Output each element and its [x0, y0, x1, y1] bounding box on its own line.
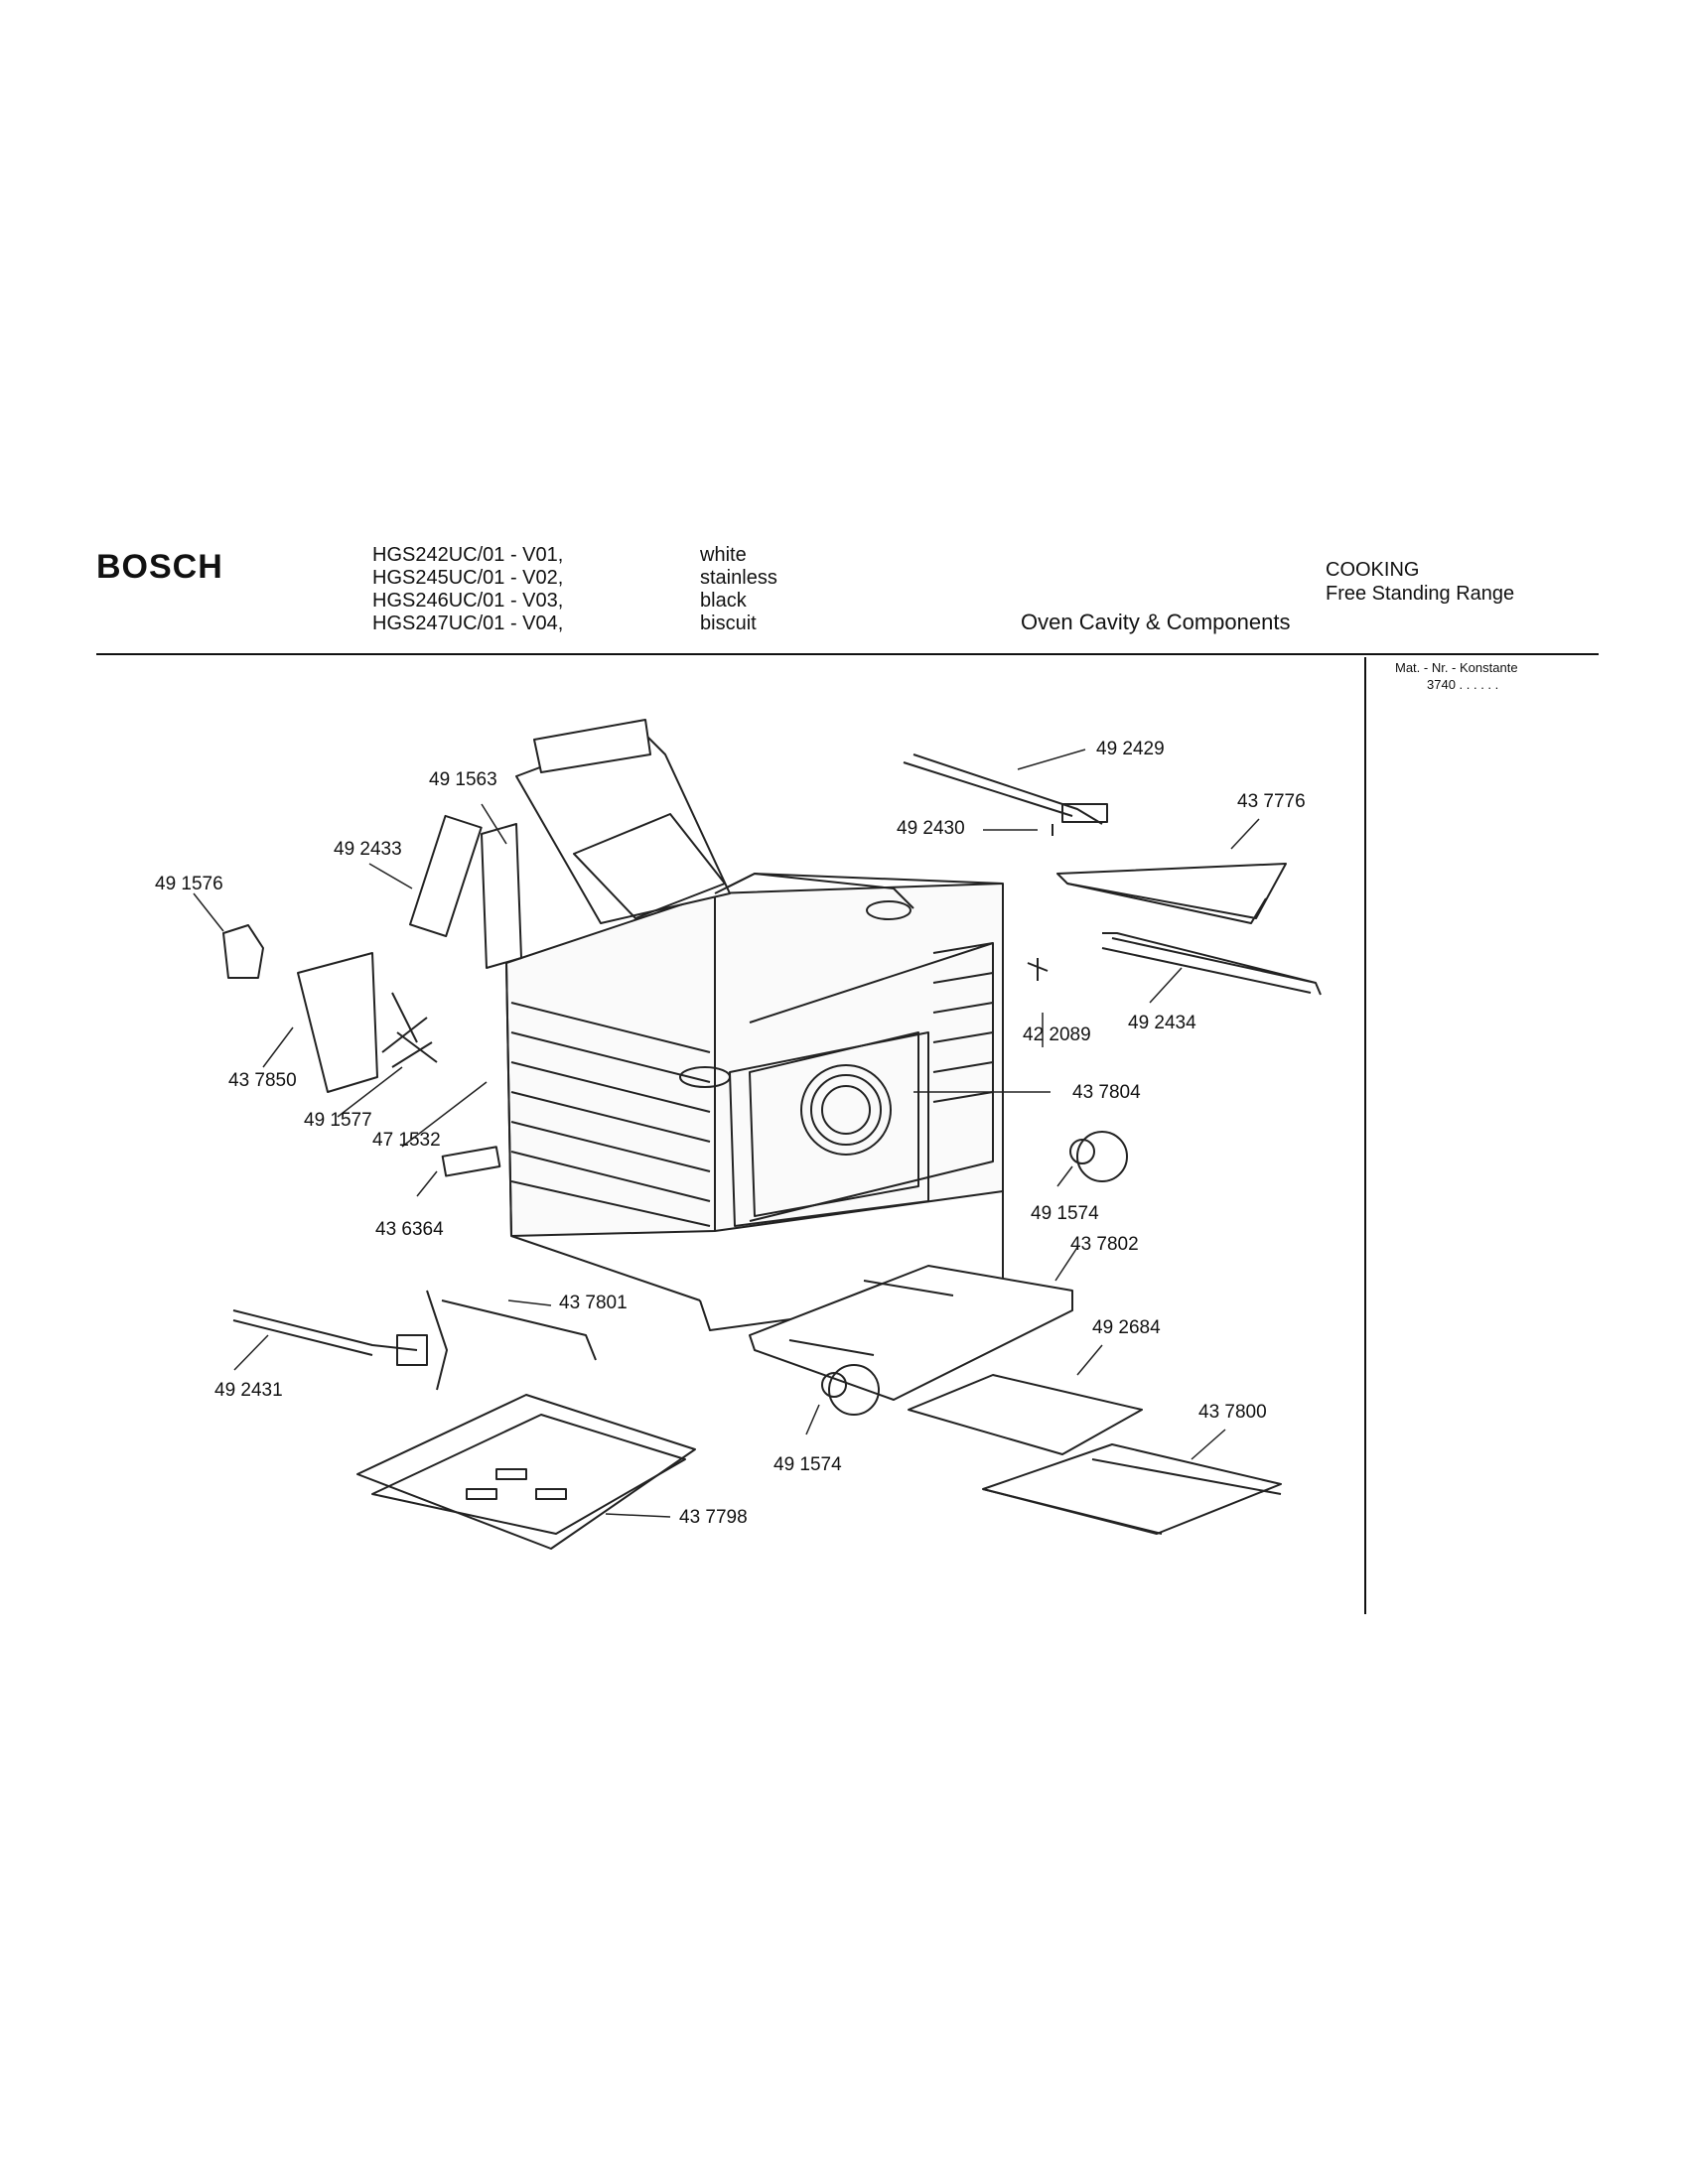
- part-label-437776: 43 7776: [1237, 791, 1306, 812]
- margin-rule: [1364, 657, 1366, 1614]
- part-label-491576: 49 1576: [155, 874, 223, 894]
- part-label-491577: 49 1577: [304, 1110, 372, 1131]
- upper-right-parts: [903, 753, 1322, 996]
- brand-logo: BOSCH: [96, 548, 223, 586]
- part-label-471532: 47 1532: [372, 1130, 441, 1151]
- model-line-2: HGS245UC/01 - V02,: [372, 567, 564, 589]
- subcategory: Free Standing Range: [1326, 583, 1515, 605]
- part-label-492430: 49 2430: [897, 818, 965, 839]
- color-3: black: [700, 590, 747, 612]
- part-label-492434: 49 2434: [1128, 1013, 1196, 1033]
- part-label-492433: 49 2433: [334, 839, 402, 860]
- color-4: biscuit: [700, 613, 757, 634]
- oven-lamps: [821, 1131, 1128, 1416]
- mat-value: 3740 . . . . . .: [1427, 677, 1499, 692]
- part-label-437804: 43 7804: [1072, 1082, 1141, 1103]
- part-label-437801: 43 7801: [559, 1293, 628, 1313]
- fan-cover: [749, 1031, 919, 1217]
- part-label-492431: 49 2431: [214, 1380, 283, 1401]
- part-label-491574-lamp-right: 49 1574: [1031, 1203, 1099, 1224]
- color-1: white: [700, 544, 747, 566]
- part-label-437802: 43 7802: [1070, 1234, 1139, 1255]
- model-line-4: HGS247UC/01 - V04,: [372, 613, 564, 634]
- header-rule: [96, 653, 1599, 655]
- part-label-491563: 49 1563: [429, 769, 497, 790]
- lower-parts: [356, 1265, 1282, 1550]
- part-label-492429: 49 2429: [1096, 739, 1165, 759]
- leader-lines: [193, 749, 1260, 1518]
- category: COOKING: [1326, 559, 1420, 581]
- part-label-437798: 43 7798: [679, 1507, 748, 1528]
- part-label-422089: 42 2089: [1023, 1024, 1091, 1045]
- model-line-3: HGS246UC/01 - V03,: [372, 590, 564, 612]
- mat-label: Mat. - Nr. - Konstante: [1395, 660, 1518, 675]
- part-label-437800: 43 7800: [1198, 1402, 1267, 1423]
- top-hood: [515, 719, 914, 924]
- part-label-492684: 49 2684: [1092, 1317, 1161, 1338]
- model-line-1: HGS242UC/01 - V01,: [372, 544, 564, 566]
- part-label-437850: 43 7850: [228, 1070, 297, 1091]
- oven-cavity: [505, 873, 1004, 1331]
- part-label-436364: 43 6364: [375, 1219, 444, 1240]
- color-2: stainless: [700, 567, 777, 589]
- section-title: Oven Cavity & Components: [1021, 610, 1291, 634]
- part-label-491574-lamp-bottom: 49 1574: [773, 1454, 842, 1475]
- left-parts: [222, 814, 597, 1391]
